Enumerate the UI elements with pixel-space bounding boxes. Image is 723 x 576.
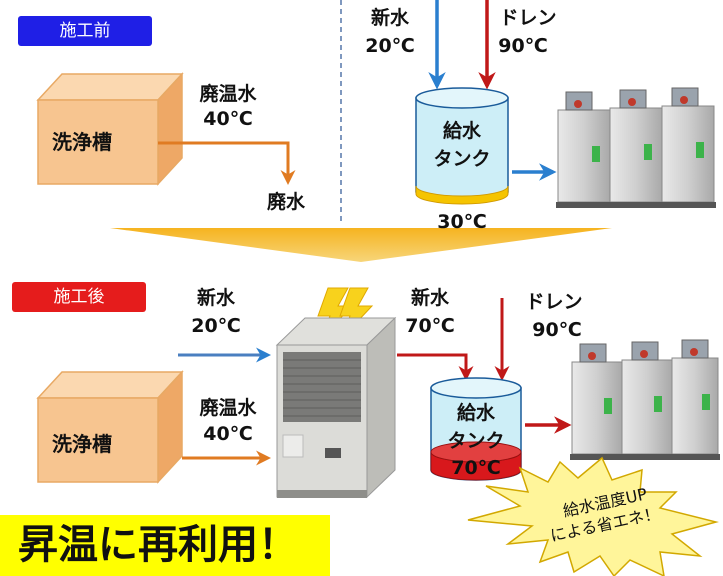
fresh-temp-before: 20℃: [365, 35, 415, 57]
feed-tank-before: [415, 87, 509, 205]
feed-tank-after: [430, 377, 522, 481]
fresh-water-label-after: 新水: [196, 287, 235, 309]
waste-temp-after: 40℃: [203, 423, 253, 445]
heated-temp: 70℃: [405, 315, 455, 337]
waste-hot-water-label-before: 廃温水: [199, 83, 257, 105]
drain-label-after: ドレン: [525, 291, 583, 313]
reuse-banner-text: 昇温に再利用！: [18, 522, 298, 568]
fresh-water-label-before: 新水: [370, 7, 409, 29]
boiler-units-before: [556, 87, 716, 208]
reuse-banner: 昇温に再利用！: [0, 515, 330, 576]
waste-water-label: 廃水: [266, 191, 305, 213]
energy-saving-callout: [467, 456, 719, 576]
feed-tank-label2-after: タンク: [447, 430, 505, 452]
feed-temp-before: 30℃: [437, 211, 487, 233]
boiler-units-after: [570, 339, 720, 460]
waste-temp-before: 40℃: [203, 108, 253, 130]
heated-water-label: 新水: [410, 287, 449, 309]
feed-tank-label2-before: タンク: [433, 148, 491, 170]
heated-water-arrow: [397, 353, 474, 381]
heat-pump-unit: [275, 316, 397, 499]
feed-tank-label1-after: 給水: [456, 402, 495, 424]
feed-temp-after: 70℃: [451, 457, 501, 479]
drain-label-before: ドレン: [499, 7, 557, 29]
drain-temp-before: 90℃: [498, 35, 548, 57]
washing-tank-box-before: [36, 72, 184, 186]
drain-temp-after: 90℃: [532, 319, 582, 341]
transition-arrow: [110, 228, 612, 262]
after-badge: 施工後: [12, 282, 146, 312]
washing-tank-label-after: 洗浄槽: [52, 432, 112, 456]
fresh-temp-after: 20℃: [191, 315, 241, 337]
waste-water-arrow-before: [158, 141, 296, 185]
before-badge: 施工前: [18, 16, 152, 46]
washing-tank-label-before: 洗浄槽: [52, 130, 112, 154]
washing-tank-box-after: [36, 370, 184, 484]
waste-hot-water-label-after: 廃温水: [199, 397, 257, 419]
feed-tank-label1-before: 給水: [442, 120, 481, 142]
